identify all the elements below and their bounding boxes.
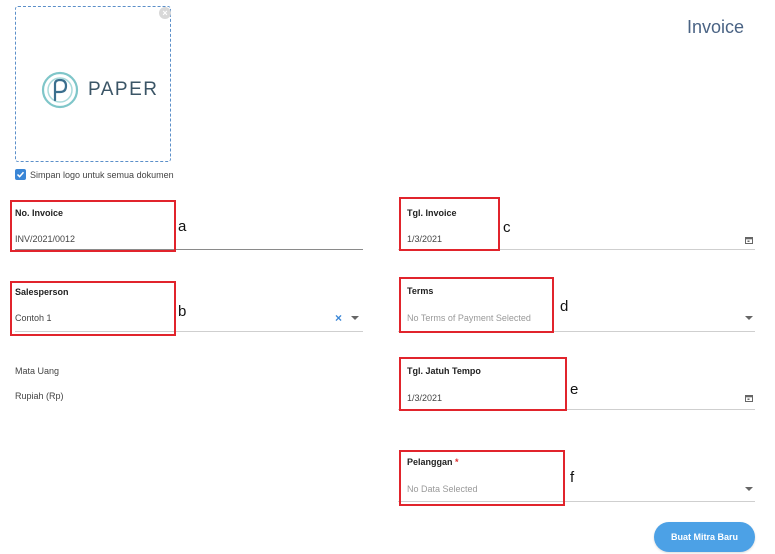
terms-dropdown-icon[interactable] [745,316,753,320]
check-icon [16,171,25,178]
annotation-letter-d: d [560,298,569,315]
invoice-date-label: Tgl. Invoice [407,208,457,218]
invoice-date-underline [398,249,755,250]
clear-selection-icon[interactable]: × [335,311,343,325]
create-new-partner-button[interactable]: Buat Mitra Baru [654,522,755,552]
due-date-underline [398,409,755,410]
highlight-box-e [399,357,567,411]
highlight-box-a [10,200,176,252]
no-invoice-field[interactable]: INV/2021/0012 [15,234,76,244]
page-title: Invoice [687,17,745,37]
terms-label: Terms [407,286,434,296]
annotation-letter-b: b [178,303,187,320]
save-logo-checkbox[interactable] [15,169,26,180]
currency-label: Mata Uang [15,366,60,376]
due-date-field[interactable]: 1/3/2021 [407,393,443,403]
paper-logo-icon [41,71,79,109]
terms-underline [398,331,755,332]
due-date-label: Tgl. Jatuh Tempo [407,366,481,376]
customer-dropdown-icon[interactable] [745,487,753,491]
salesperson-underline [15,331,363,332]
highlight-box-b [10,281,176,336]
annotation-letter-e: e [570,381,579,398]
calendar-icon[interactable] [745,394,753,402]
logo-brand-text: PAPER [88,79,159,100]
highlight-box-d [399,277,554,333]
save-logo-label: Simpan logo untuk semua dokumen [30,169,174,180]
salesperson-label: Salesperson [15,287,69,297]
highlight-box-f [399,450,565,506]
highlight-box-c [399,197,500,251]
required-mark: * [455,457,459,467]
remove-logo-icon[interactable]: × [159,7,171,19]
salesperson-select[interactable]: Contoh 1 [15,313,52,323]
no-invoice-label: No. Invoice [15,208,64,218]
invoice-date-field[interactable]: 1/3/2021 [407,234,443,244]
calendar-icon[interactable] [745,236,753,244]
annotation-letter-c: c [503,219,511,236]
no-invoice-underline [15,249,363,250]
save-logo-option[interactable]: Simpan logo untuk semua dokumen [15,168,174,181]
logo-upload-area[interactable]: PAPER [15,6,171,162]
customer-underline [398,501,755,502]
salesperson-dropdown-icon[interactable] [351,316,359,320]
annotation-letter-f: f [570,469,575,486]
customer-label-text: Pelanggan [407,457,453,467]
annotation-letter-a: a [178,218,187,235]
currency-value: Rupiah (Rp) [15,391,64,401]
customer-label: Pelanggan * [407,457,459,467]
terms-select[interactable]: No Terms of Payment Selected [407,313,531,323]
customer-select[interactable]: No Data Selected [407,484,478,494]
